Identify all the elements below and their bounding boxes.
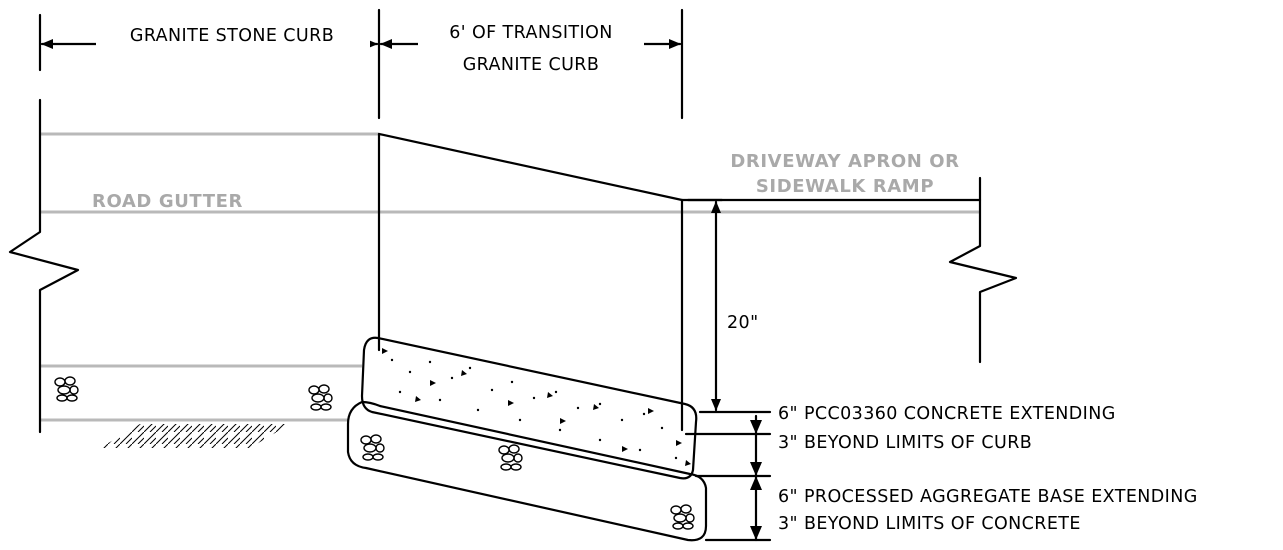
concrete-slab — [360, 336, 698, 480]
right-break-line — [948, 176, 1018, 364]
earth-hatch — [100, 424, 290, 448]
height-dimension — [686, 198, 772, 414]
concrete-note-line1: 6" PCC03360 CONCRETE EXTENDING — [778, 404, 1116, 424]
transition-label-line2: GRANITE CURB — [463, 55, 600, 75]
base-note-line1: 6" PROCESSED AGGREGATE BASE EXTENDING — [778, 487, 1198, 507]
aggregate-base — [346, 400, 708, 542]
base-note-line2: 3" BEYOND LIMITS OF CONCRETE — [778, 514, 1081, 534]
driveway-label-line1: DRIVEWAY APRON OR — [730, 151, 959, 172]
stone-cluster-1 — [54, 376, 79, 402]
transition-label-line1: 6' OF TRANSITION — [449, 23, 613, 43]
stone-cluster-5 — [670, 504, 695, 530]
road-gutter-label: ROAD GUTTER — [92, 191, 243, 212]
stone-cluster-4 — [498, 444, 523, 471]
right-dimension-stack — [684, 414, 772, 542]
left-break-line — [8, 98, 80, 434]
aggregate-stones — [54, 376, 695, 530]
driveway-label-line2: SIDEWALK RAMP — [756, 176, 934, 197]
granite-stone-curb-label: GRANITE STONE CURB — [130, 26, 334, 46]
gray-reference-lines — [40, 132, 980, 422]
stone-cluster-2 — [308, 384, 333, 411]
stone-cluster-3 — [360, 434, 385, 461]
height-dimension-label: 20" — [727, 313, 759, 333]
transition-curb — [377, 132, 684, 432]
concrete-note-line2: 3" BEYOND LIMITS OF CURB — [778, 433, 1032, 453]
concrete-stipple — [382, 348, 691, 466]
